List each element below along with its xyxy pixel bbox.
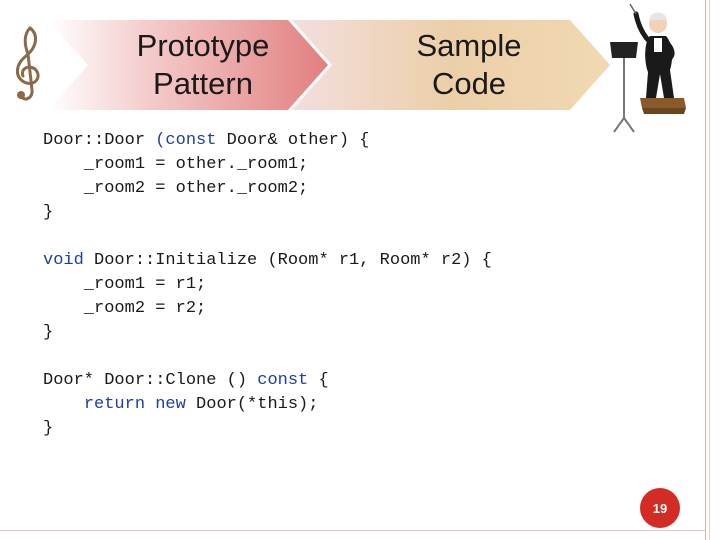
treble-clef-icon xyxy=(8,24,48,108)
code-text: Door::Initialize (Room* r1, Room* r2) { xyxy=(83,251,492,270)
banner-title-line: Pattern xyxy=(153,66,253,101)
border-line xyxy=(705,0,706,540)
code-line: _room1 = other._room1; xyxy=(43,155,309,174)
banner-title-line: Code xyxy=(431,66,507,101)
conductor-icon xyxy=(606,2,686,134)
banner-title: Prototype Pattern xyxy=(48,20,328,110)
code-line: } xyxy=(43,419,54,438)
code-text: Door& other) { xyxy=(216,131,370,150)
code-keyword: void xyxy=(43,251,84,270)
banner-title: Sample Code xyxy=(292,20,610,110)
code-block-initialize: void Door::Initialize (Room* r1, Room* r… xyxy=(43,249,492,345)
code-text: { xyxy=(308,371,329,390)
code-line: } xyxy=(43,323,54,342)
code-line: _room1 = r1; xyxy=(43,275,207,294)
code-text: Door* Door::Clone () xyxy=(43,371,258,390)
page-number-badge: 19 xyxy=(640,488,680,528)
code-line: return new Door(*this); xyxy=(43,395,319,414)
code-line: _room2 = r2; xyxy=(43,299,207,318)
code-line: Door::Door (const Door& other) { xyxy=(43,131,369,150)
code-line: } xyxy=(43,203,54,222)
code-line: void Door::Initialize (Room* r1, Room* r… xyxy=(43,251,492,270)
border-line xyxy=(0,530,706,531)
code-text: Door(*this); xyxy=(185,395,319,414)
border-line xyxy=(709,0,710,540)
code-block-copy-constructor: Door::Door (const Door& other) { _room1 … xyxy=(43,129,369,225)
code-keyword: (const xyxy=(155,131,217,150)
title-banner-sample-code: Sample Code xyxy=(292,20,610,110)
code-line: _room2 = other._room2; xyxy=(43,179,309,198)
banner-title-line: Prototype xyxy=(136,28,270,63)
code-text xyxy=(43,395,84,414)
title-banner-prototype-pattern: Prototype Pattern xyxy=(48,20,328,110)
code-keyword: return new xyxy=(83,395,186,414)
code-text: Door::Door xyxy=(43,131,156,150)
banner-title-line: Sample xyxy=(416,28,522,63)
code-line: Door* Door::Clone () const { xyxy=(43,371,329,390)
code-keyword: const xyxy=(257,371,309,390)
code-block-clone: Door* Door::Clone () const { return new … xyxy=(43,369,329,441)
